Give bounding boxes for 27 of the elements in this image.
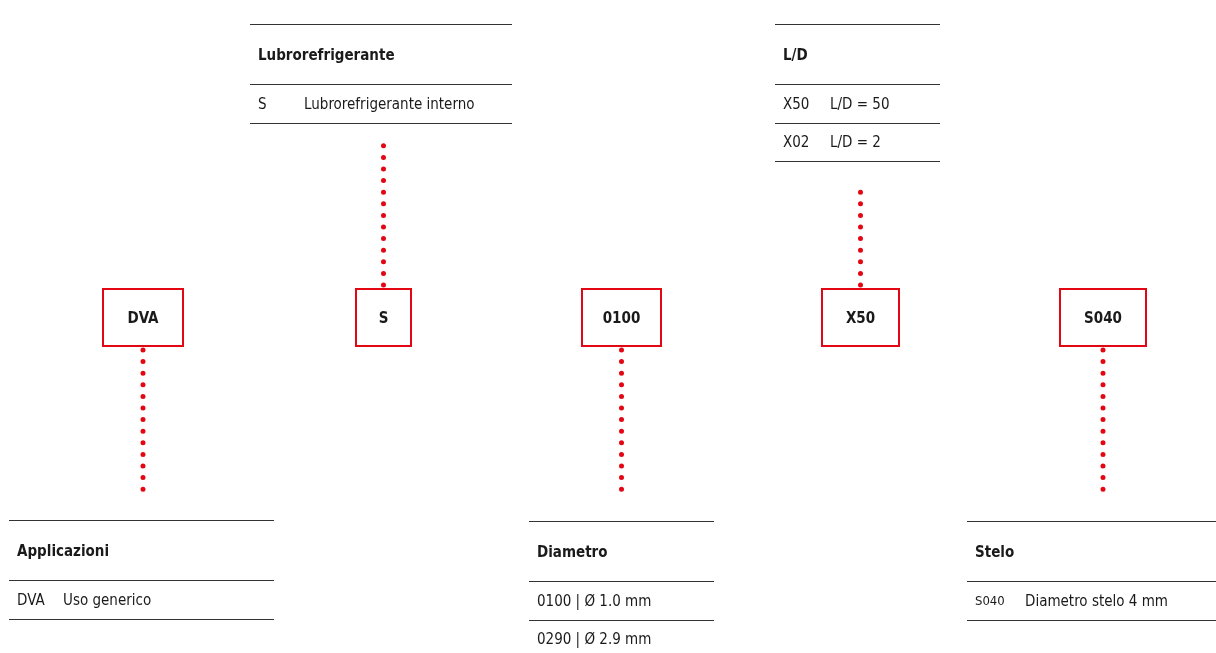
table-heading: Lubrorefrigerante: [258, 45, 395, 64]
code-box: S040: [1059, 288, 1147, 347]
option-table: [9, 520, 274, 620]
table-heading: L/D: [783, 45, 808, 64]
code-box: DVA: [102, 288, 184, 347]
table-heading: Stelo: [975, 542, 1015, 561]
option-code: X02: [783, 133, 811, 152]
code-box: X50: [821, 288, 900, 347]
code-box: 0100: [581, 288, 662, 347]
option-table: [775, 24, 940, 162]
option-value: 0290 | Ø 2.9 mm: [537, 630, 652, 649]
option-code: S: [258, 94, 268, 113]
option-code: DVA: [17, 590, 46, 609]
table-heading: Diametro: [537, 542, 608, 561]
option-code: S040: [975, 593, 1006, 609]
code-box: S: [355, 288, 412, 347]
option-description: Lubrorefrigerante interno: [304, 94, 475, 113]
option-description: Diametro stelo 4 mm: [1025, 591, 1168, 610]
option-description: Uso generico: [63, 590, 152, 609]
option-code: X50: [783, 94, 811, 113]
option-value: 0100 | Ø 1.0 mm: [537, 591, 652, 610]
dotted-connector: [381, 143, 386, 288]
option-table: [250, 24, 512, 124]
option-description: L/D = 50: [830, 94, 890, 113]
option-description: L/D = 2: [830, 133, 881, 152]
table-heading: Applicazioni: [17, 541, 110, 560]
option-table: [967, 521, 1216, 621]
